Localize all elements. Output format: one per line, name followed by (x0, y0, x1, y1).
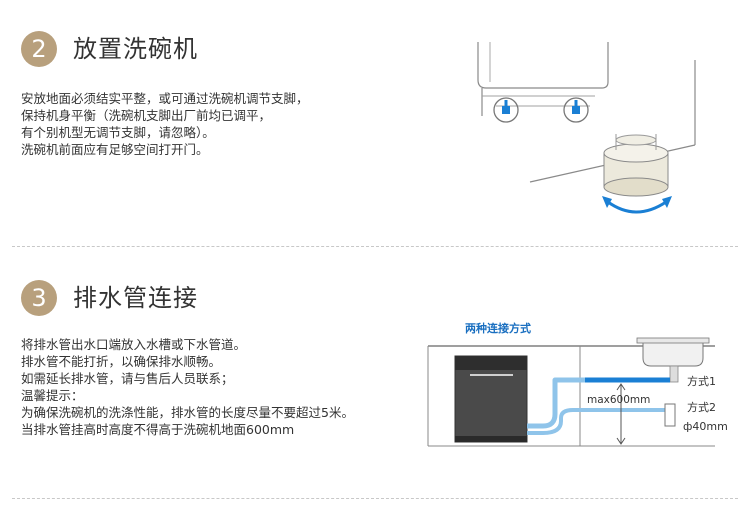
method1-label: 方式1 (687, 374, 716, 388)
section-place-dishwasher: 2 放置洗碗机 安放地面必须结实平整，或可通过洗碗机调节支脚， 保持机身平衡（洗… (0, 0, 750, 246)
drain-hose-method2 (527, 408, 665, 435)
foot-right-ring (563, 97, 589, 123)
foot-closeup-screw (615, 134, 657, 146)
section-title: 排水管连接 (73, 284, 198, 312)
dishwasher-body (454, 355, 528, 443)
section-title: 放置洗碗机 (73, 35, 198, 63)
body-line: 将排水管出水口端放入水槽或下水管道。 (21, 337, 247, 352)
foot-right-blue (572, 106, 580, 114)
section-body-text: 将排水管出水口端放入水槽或下水管道。 排水管不能打折，以确保排水顺畅。 如需延长… (21, 336, 354, 438)
foot-right-pin (574, 100, 578, 107)
method2-label: 方式2 (687, 400, 716, 414)
dishwasher-panel (455, 356, 527, 370)
body-line: 有个别机型无调节支脚，请忽略）。 (21, 125, 215, 140)
drain-pipe-stub (664, 403, 676, 427)
section-body-text: 安放地面必须结实平整，或可通过洗碗机调节支脚， 保持机身平衡（洗碗机支脚出厂前均… (21, 90, 309, 158)
rotate-arrowhead-right (662, 196, 672, 208)
sink-drain (669, 365, 679, 383)
foot-left-ring (493, 97, 519, 123)
body-line: 排水管不能打折，以确保排水顺畅。 (21, 354, 222, 369)
foot-closeup-bottom (603, 177, 669, 197)
sink-bowl (642, 342, 704, 367)
step-number-badge: 2 (21, 31, 57, 67)
body-line: 安放地面必须结实平整，或可通过洗碗机调节支脚， (21, 91, 309, 106)
body-line: 为确保洗碗机的洗涤性能，排水管的长度尽量不要超过5米。 (21, 405, 354, 420)
drain-hose-method1 (527, 377, 670, 429)
height-label: max600mm (587, 394, 650, 406)
body-line: 洗碗机前面应有足够空间打开门。 (21, 142, 209, 157)
foot-closeup-top (603, 143, 669, 163)
height-arrow-bottom (616, 437, 626, 445)
body-line: 如需延长排水管，请与售后人员联系； (21, 371, 234, 386)
sink-rim (636, 337, 710, 344)
section-drain-hose: 3 排水管连接 将排水管出水口端放入水槽或下水管道。 排水管不能打折，以确保排水… (0, 250, 750, 498)
section-divider (12, 246, 738, 247)
body-line: 当排水管挂高时高度不得高于洗碗机地面600mm (21, 422, 295, 437)
rotate-arrow-icon (607, 200, 667, 214)
cabinet-outline (477, 42, 609, 89)
foot-left-blue (502, 106, 510, 114)
dishwasher-kick (455, 436, 527, 442)
leveling-foot-illustration (477, 42, 696, 214)
step-number-badge: 3 (21, 280, 57, 316)
body-line: 温馨提示： (21, 388, 84, 403)
pipe-diameter-label: ф40mm (683, 420, 728, 433)
diagram-title: 两种连接方式 (465, 321, 531, 335)
foot-left-pin (504, 100, 508, 107)
rotate-arrowhead-left (602, 196, 612, 208)
section-divider-bottom (12, 498, 738, 499)
height-arrow-top (616, 383, 626, 391)
drain-connection-diagram: 两种连接方式 max600mm 方式1 方式2 ф40mm (427, 321, 728, 447)
body-line: 保持机身平衡（洗碗机支脚出厂前均已调平， (21, 108, 272, 123)
